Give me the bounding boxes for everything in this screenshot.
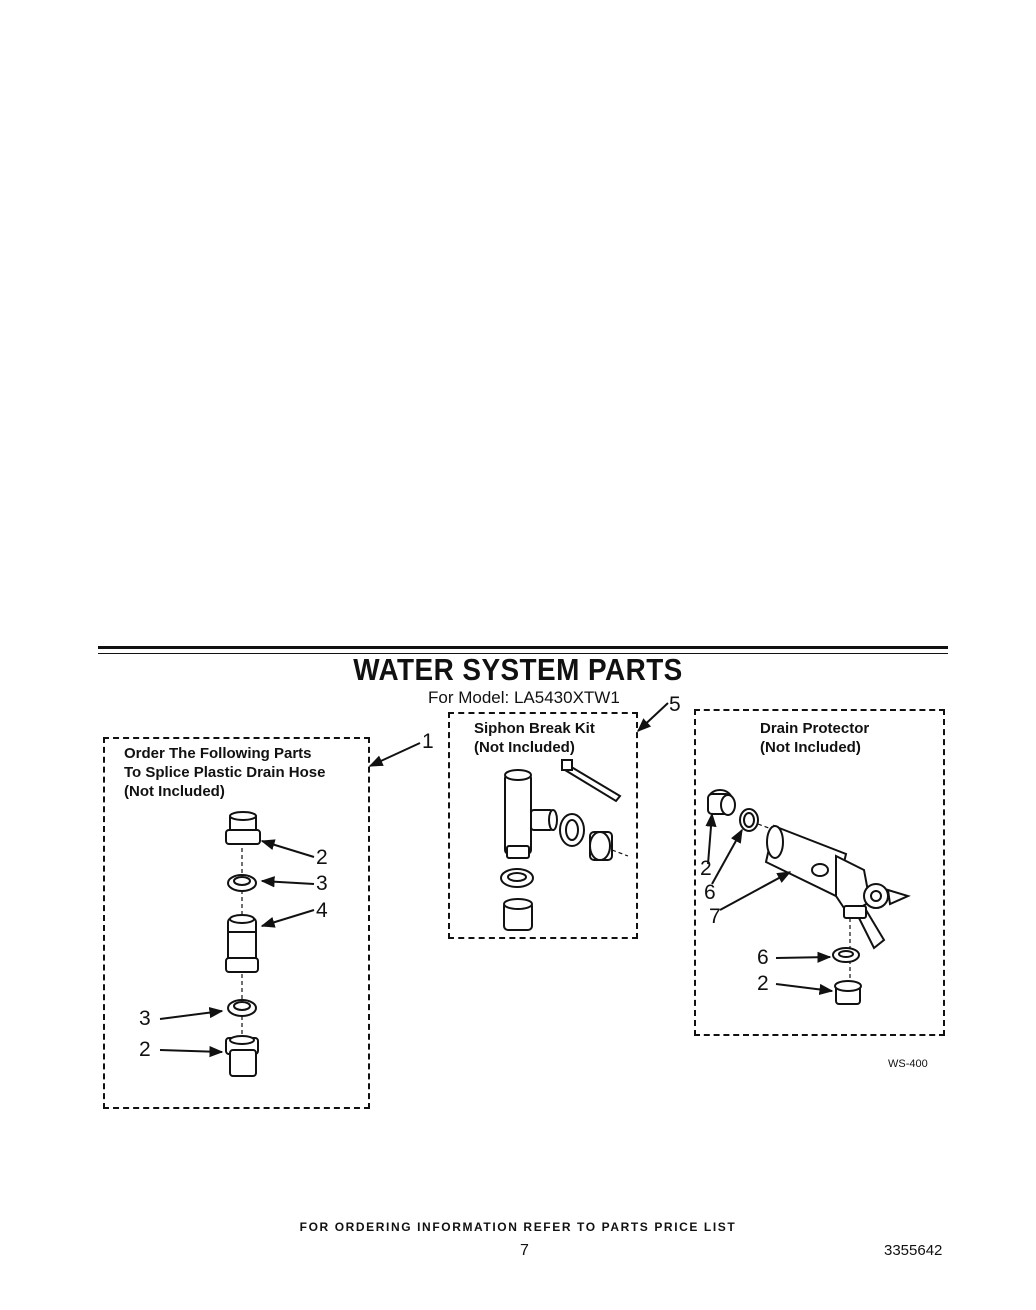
connector-part-4 <box>225 914 259 973</box>
siphon-adapter-right <box>589 831 629 861</box>
callout-splice-4: 4 <box>316 899 328 922</box>
siphon-tie-strap <box>561 759 622 803</box>
siphon-label-line-1: Siphon Break Kit <box>474 720 595 737</box>
drain-label-line-2: (Not Included) <box>760 739 861 756</box>
siphon-break-kit-label: Siphon Break Kit (Not Included) <box>474 719 595 757</box>
splice-assembly <box>225 811 261 1077</box>
callout-drain-2-bottom: 2 <box>757 972 769 995</box>
header-rule-bottom <box>98 653 948 654</box>
drain-protector-box <box>694 709 945 1036</box>
splice-parts-box <box>103 737 370 1109</box>
siphon-adapter-bottom <box>503 898 533 931</box>
adapter-part-2-top <box>225 811 261 845</box>
clamp-ring-part-3-bottom <box>227 999 257 1017</box>
adapter-part-2-bottom <box>225 1035 259 1077</box>
leader-group-5 <box>636 702 669 732</box>
splice-label-line-3: (Not Included) <box>124 783 225 800</box>
drain-adapter-part-2-top <box>707 789 736 816</box>
splice-label-line-2: To Splice Plastic Drain Hose <box>124 764 326 781</box>
clamp-ring-part-3-top <box>227 874 257 892</box>
callout-splice-3-top: 3 <box>316 872 328 895</box>
callout-group-5: 5 <box>669 693 681 716</box>
leader-group-1 <box>368 742 421 767</box>
drain-protector-body-part-7 <box>764 824 911 950</box>
drain-protector-label: Drain Protector (Not Included) <box>760 719 869 757</box>
callout-drain-6-top: 6 <box>704 881 716 904</box>
page-number: 7 <box>520 1242 529 1259</box>
siphon-tee-fitting <box>504 769 558 859</box>
siphon-clamp-right <box>559 813 585 847</box>
drain-clamp-part-6-top <box>739 808 759 832</box>
siphon-clamp-bottom <box>500 868 534 888</box>
callout-drain-6-bottom: 6 <box>757 946 769 969</box>
ordering-note: FOR ORDERING INFORMATION REFER TO PARTS … <box>299 1220 737 1234</box>
model-subtitle: For Model: LA5430XTW1 <box>428 688 620 707</box>
reference-code: WS-400 <box>888 1058 928 1070</box>
splice-parts-label: Order The Following Parts To Splice Plas… <box>124 744 325 801</box>
diagram-title: WATER SYSTEM PARTS <box>353 652 683 687</box>
callout-splice-2-top: 2 <box>316 846 328 869</box>
document-number: 3355642 <box>884 1242 943 1259</box>
callout-splice-2-bottom: 2 <box>139 1038 151 1061</box>
header-rule-top <box>98 646 948 649</box>
splice-label-line-1: Order The Following Parts <box>124 745 312 762</box>
siphon-label-line-2: (Not Included) <box>474 739 575 756</box>
callout-group-1: 1 <box>422 730 434 753</box>
drain-label-line-1: Drain Protector <box>760 720 870 737</box>
callout-drain-7: 7 <box>709 905 721 928</box>
callout-splice-3-bottom: 3 <box>139 1007 151 1030</box>
siphon-break-kit-box <box>448 712 638 939</box>
drain-adapter-part-2-bottom <box>834 980 862 1005</box>
callout-drain-2-top: 2 <box>700 857 712 880</box>
drain-clamp-part-6-bottom <box>832 947 860 963</box>
